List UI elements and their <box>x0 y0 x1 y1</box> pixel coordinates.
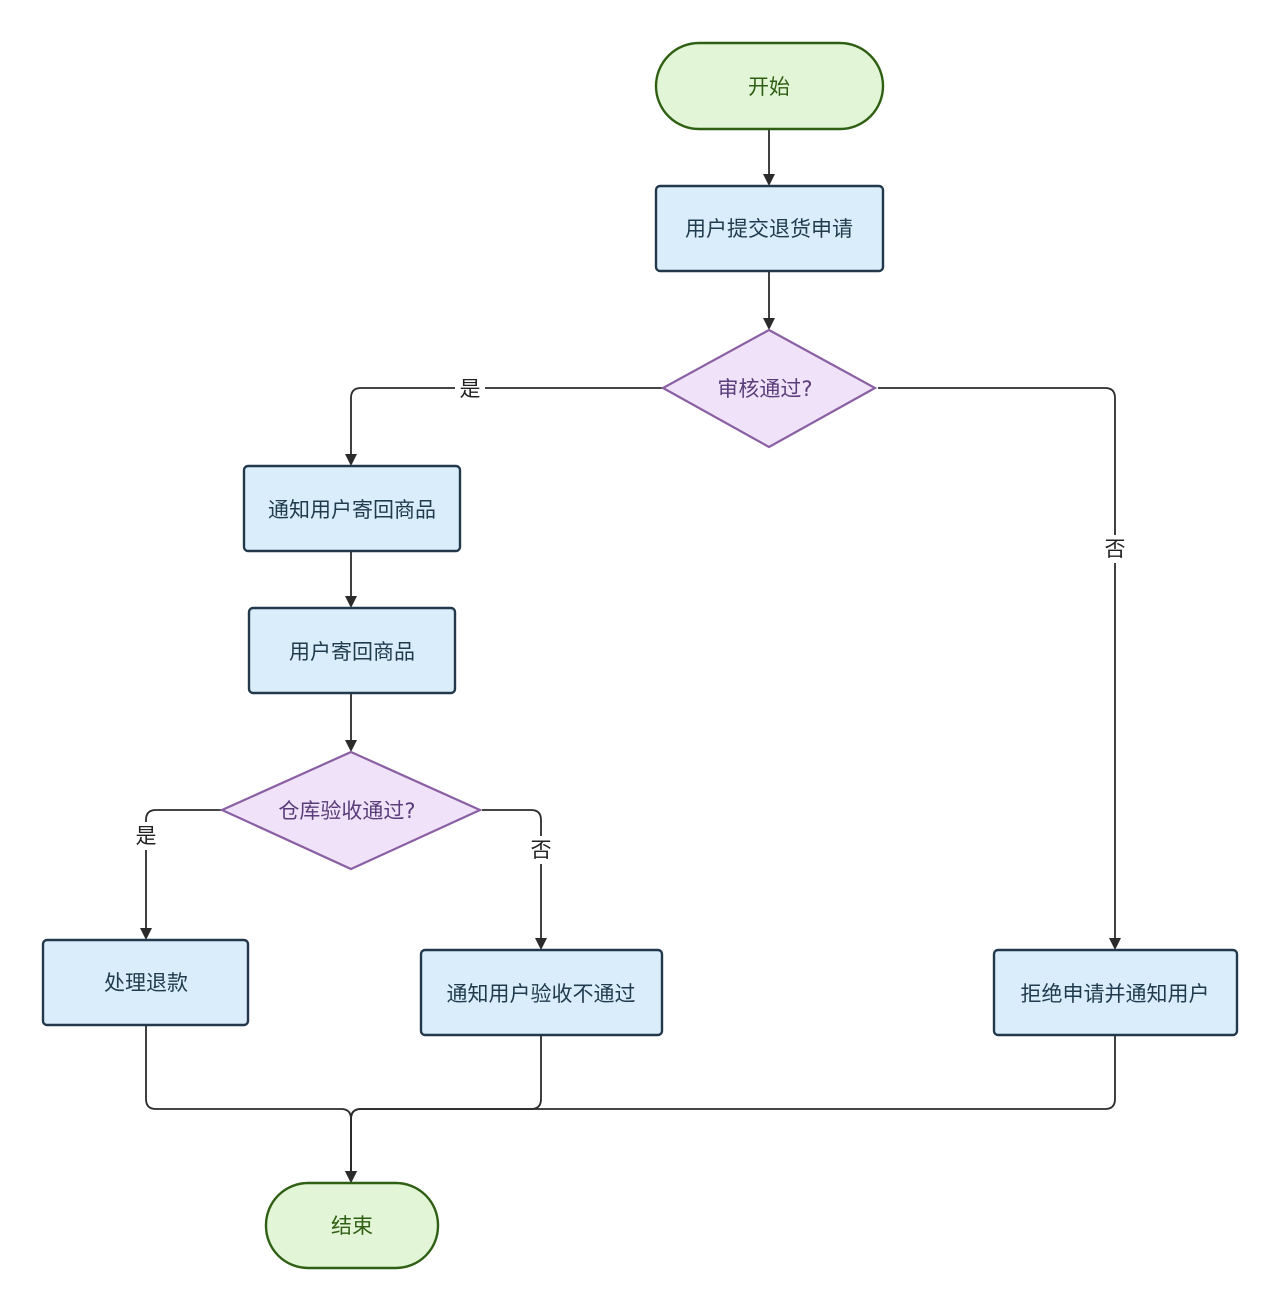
edge-review-yes <box>345 387 663 466</box>
node-review: 审核通过? <box>660 328 878 449</box>
node-notify-return: 通知用户寄回商品 <box>242 464 462 553</box>
edges <box>140 130 1121 1183</box>
node-refund: 处理退款 <box>41 938 250 1027</box>
node-user-return: 用户寄回商品 <box>247 606 457 695</box>
node-submit-label: 用户提交退货申请 <box>685 217 853 241</box>
node-end: 结束 <box>264 1181 440 1270</box>
node-refund-label: 处理退款 <box>104 971 188 995</box>
edge-inspect-no <box>482 809 547 950</box>
edge-label-review-no: 否 <box>1105 537 1126 561</box>
edge-label-inspect-no: 否 <box>531 838 552 862</box>
node-review-label: 审核通过? <box>717 377 812 401</box>
edge-label-review-yes: 是 <box>460 377 481 401</box>
node-reject: 拒绝申请并通知用户 <box>992 948 1239 1037</box>
node-user-return-label: 用户寄回商品 <box>289 640 415 664</box>
node-inspect-label: 仓库验收通过? <box>278 799 415 823</box>
node-submit: 用户提交退货申请 <box>654 184 885 273</box>
edge-label-inspect-yes: 是 <box>136 824 157 848</box>
edge-inspect-yes <box>140 809 222 940</box>
edge-reject-to-end <box>345 1036 1116 1183</box>
node-inspect: 仓库验收通过? <box>219 750 483 871</box>
node-end-label: 结束 <box>331 1214 373 1238</box>
node-notify-return-label: 通知用户寄回商品 <box>268 498 436 522</box>
node-reject-label: 拒绝申请并通知用户 <box>1021 982 1210 1006</box>
edge-labels: 是 否 是 否 <box>131 376 1130 864</box>
edge-refund-to-end <box>145 1026 357 1183</box>
node-start: 开始 <box>654 41 885 131</box>
node-notify-fail-label: 通知用户验收不通过 <box>447 982 636 1006</box>
edge-review-no <box>878 387 1121 950</box>
node-start-label: 开始 <box>748 75 790 99</box>
node-notify-fail: 通知用户验收不通过 <box>419 948 664 1037</box>
